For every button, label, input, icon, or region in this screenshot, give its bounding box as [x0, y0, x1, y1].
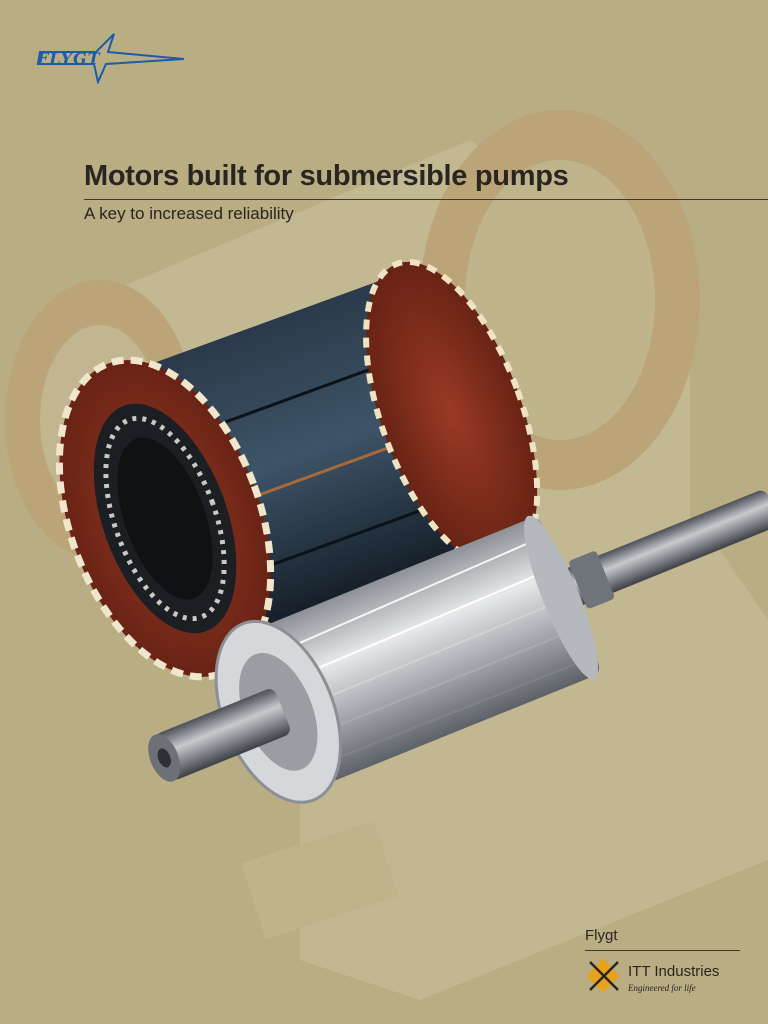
- page-subtitle: A key to increased reliability: [84, 204, 294, 223]
- page-title: Motors built for submersible pumps: [84, 160, 569, 192]
- company-tagline: Engineered for life: [628, 983, 696, 993]
- logo-wordmark: FLYGT: [37, 49, 101, 68]
- company-name: ITT Industries: [628, 963, 720, 980]
- title-divider: [84, 199, 768, 200]
- footer-divider: [585, 950, 740, 951]
- stator: [55, 258, 541, 681]
- motor-illustration: [5, 110, 768, 1000]
- flygt-logo: [36, 33, 185, 84]
- itt-logo-icon: [586, 958, 620, 993]
- brand-label: Flygt: [585, 927, 618, 944]
- rotor: [148, 490, 768, 804]
